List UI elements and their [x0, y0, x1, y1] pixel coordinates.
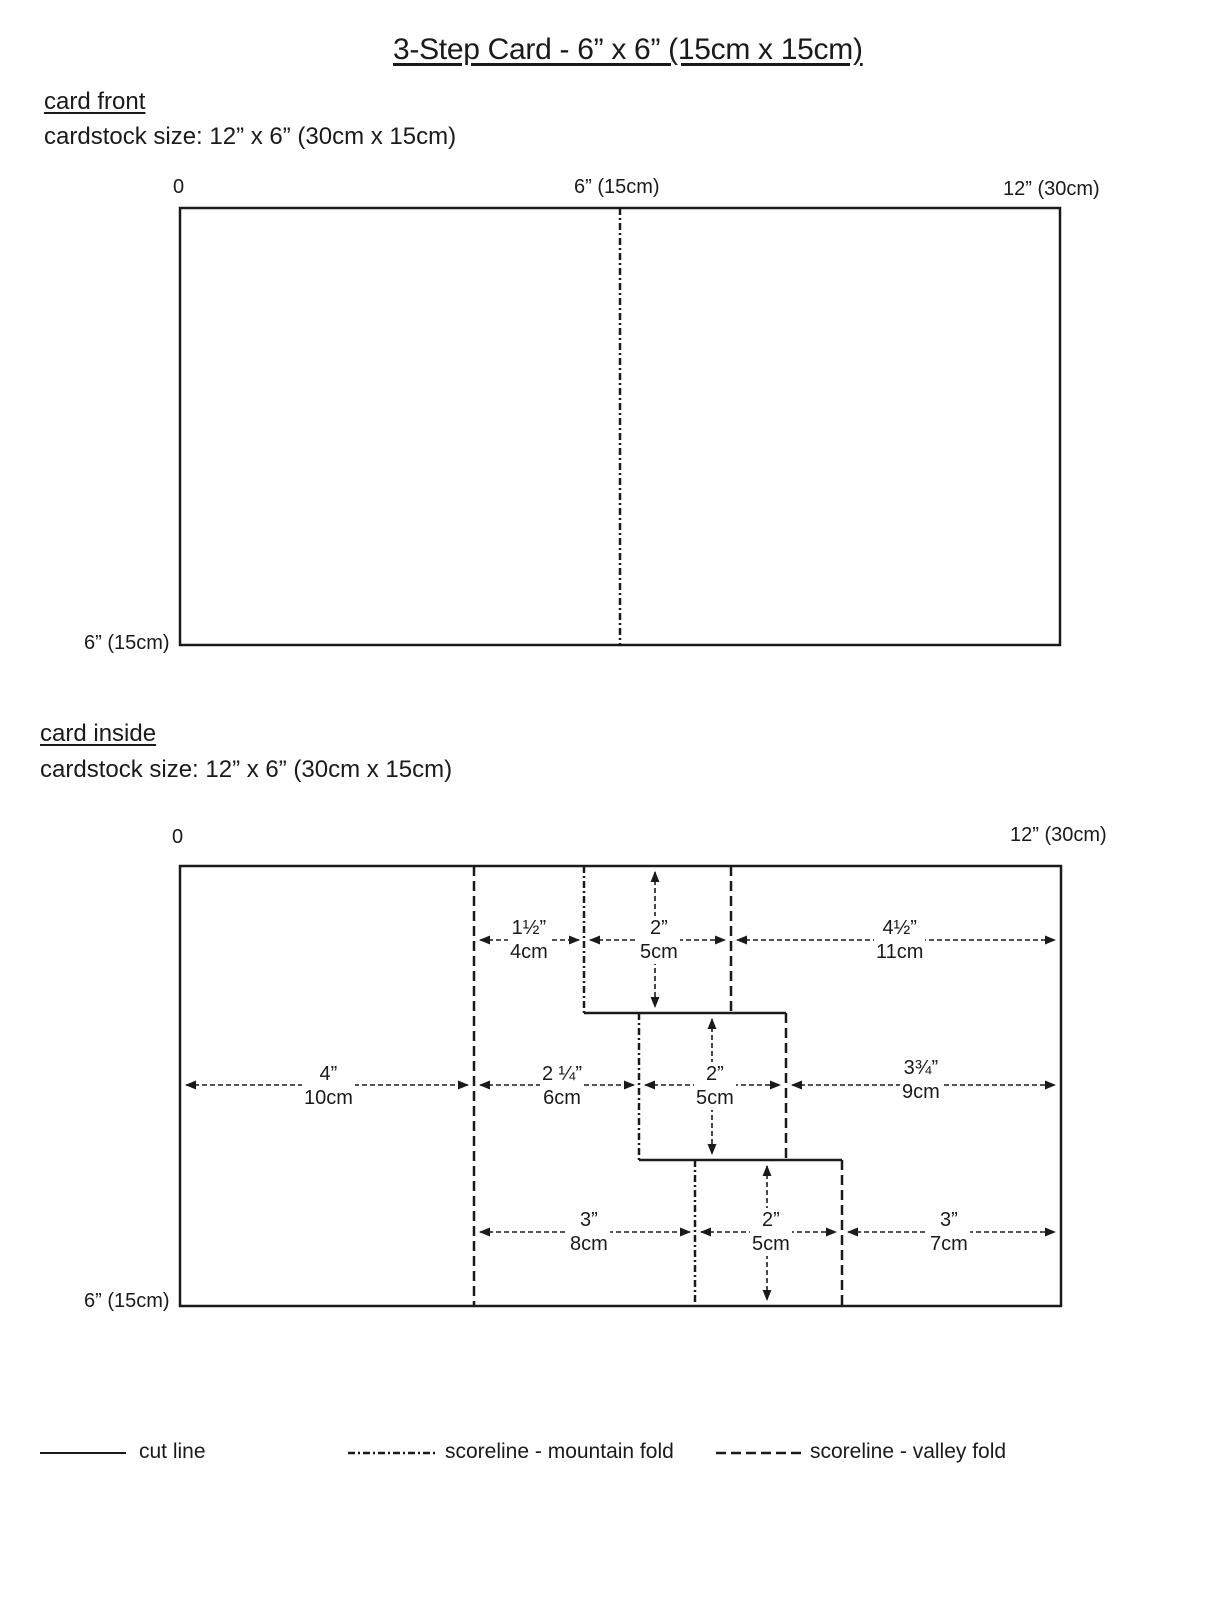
dim-label-6: 2”5cm [694, 1062, 736, 1110]
front-label-bottom: 6” (15cm) [84, 632, 170, 654]
inside-label-zero: 0 [172, 826, 184, 848]
card-front-heading: card front [44, 88, 146, 115]
dim-label-5: 2 ¼”6cm [540, 1062, 585, 1110]
front-label-mid: 6” (15cm) [574, 176, 660, 198]
dim-label-3: 4½”11cm [874, 916, 926, 964]
inside-label-bottom: 6” (15cm) [84, 1290, 170, 1312]
inside-label-right: 12” (30cm) [1010, 824, 1107, 846]
inside-card-outline [178, 864, 1063, 1308]
legend-mountain-label: scoreline - mountain fold [445, 1440, 674, 1463]
dim-label-7: 3¾”9cm [900, 1056, 942, 1104]
card-inside-cardstock-size: cardstock size: 12” x 6” (30cm x 15cm) [40, 756, 453, 783]
dim-label-1: 1½”4cm [508, 916, 550, 964]
dim-label-10: 3”7cm [928, 1208, 970, 1256]
dim-label-9: 2”5cm [750, 1208, 792, 1256]
legend-cut-label: cut line [139, 1440, 206, 1463]
card-front-cardstock-size: cardstock size: 12” x 6” (30cm x 15cm) [44, 123, 457, 150]
dim-label-4: 4”10cm [302, 1062, 355, 1110]
legend-valley-label: scoreline - valley fold [810, 1440, 1007, 1463]
front-label-right: 12” (30cm) [1003, 178, 1100, 200]
card-inside-heading: card inside [40, 720, 157, 747]
dim-label-8: 3”8cm [568, 1208, 610, 1256]
front-label-zero: 0 [173, 176, 185, 198]
dim-label-2: 2”5cm [638, 916, 680, 964]
page-title: 3-Step Card - 6” x 6” (15cm x 15cm) [393, 33, 863, 66]
